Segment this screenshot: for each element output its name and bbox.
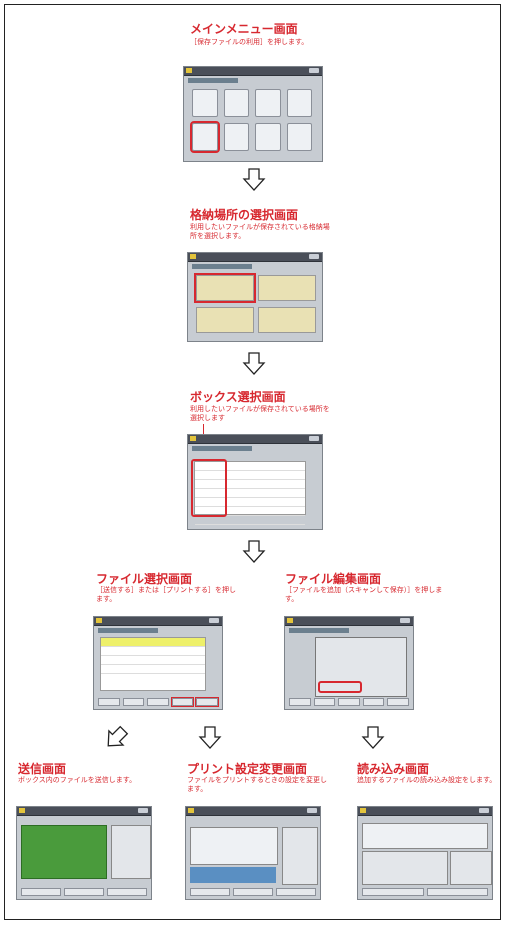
down-arrow-1 xyxy=(242,168,266,191)
down-arrow-3 xyxy=(242,540,266,563)
step-desc-file-edit: ［ファイルを追加（スキャンして保存）］を押します。 xyxy=(285,586,443,603)
step-desc-print-settings: ファイルをプリントするときの設定を変更します。 xyxy=(187,776,327,793)
down-arrow-2 xyxy=(242,352,266,375)
step-desc-main-menu: ［保存ファイルの利用］を押します。 xyxy=(190,38,309,46)
diag-arrow xyxy=(107,725,129,747)
add-file-button[interactable] xyxy=(318,681,362,693)
step-desc-file-select: ［送信する］または［プリントする］を押します。 xyxy=(96,586,236,603)
step-desc-box-select: 利用したいファイルが保存されている場所を選択します xyxy=(190,405,330,422)
step-desc-scan: 追加するファイルの読み込み設定をします。 xyxy=(357,776,497,784)
step-title-send: 送信画面 xyxy=(18,762,67,776)
step-title-main-menu: メインメニュー画面 xyxy=(190,22,298,36)
screen-file-select xyxy=(93,616,223,710)
send-button[interactable] xyxy=(170,697,195,707)
step-desc-send: ボックス内のファイルを送信します。 xyxy=(18,776,137,784)
box-list-highlight[interactable] xyxy=(191,459,227,517)
down-arrow-4 xyxy=(198,726,222,749)
screen-main-menu xyxy=(183,66,323,162)
screen-scan xyxy=(357,806,493,900)
down-arrow-5 xyxy=(361,726,385,749)
step-title-file-select: ファイル選択画面 xyxy=(96,572,193,586)
screen-storage-select xyxy=(187,252,323,342)
step-title-box-select: ボックス選択画面 xyxy=(190,390,286,404)
screen-send xyxy=(16,806,152,900)
use-stored-files-tile[interactable] xyxy=(190,121,220,153)
step-desc-storage-select: 利用したいファイルが保存されている格納場所を選択します。 xyxy=(190,223,330,240)
box-storage-button[interactable] xyxy=(194,273,256,303)
screen-file-edit xyxy=(284,616,414,710)
screen-box-select xyxy=(187,434,323,530)
screen-print-settings xyxy=(185,806,321,900)
print-button[interactable] xyxy=(195,697,219,707)
step-title-print-settings: プリント設定変更画面 xyxy=(187,762,308,776)
step-title-storage-select: 格納場所の選択画面 xyxy=(190,208,299,222)
diagram-frame xyxy=(4,4,501,920)
step-title-scan: 読み込み画面 xyxy=(357,762,430,776)
step-title-file-edit: ファイル編集画面 xyxy=(285,572,382,586)
